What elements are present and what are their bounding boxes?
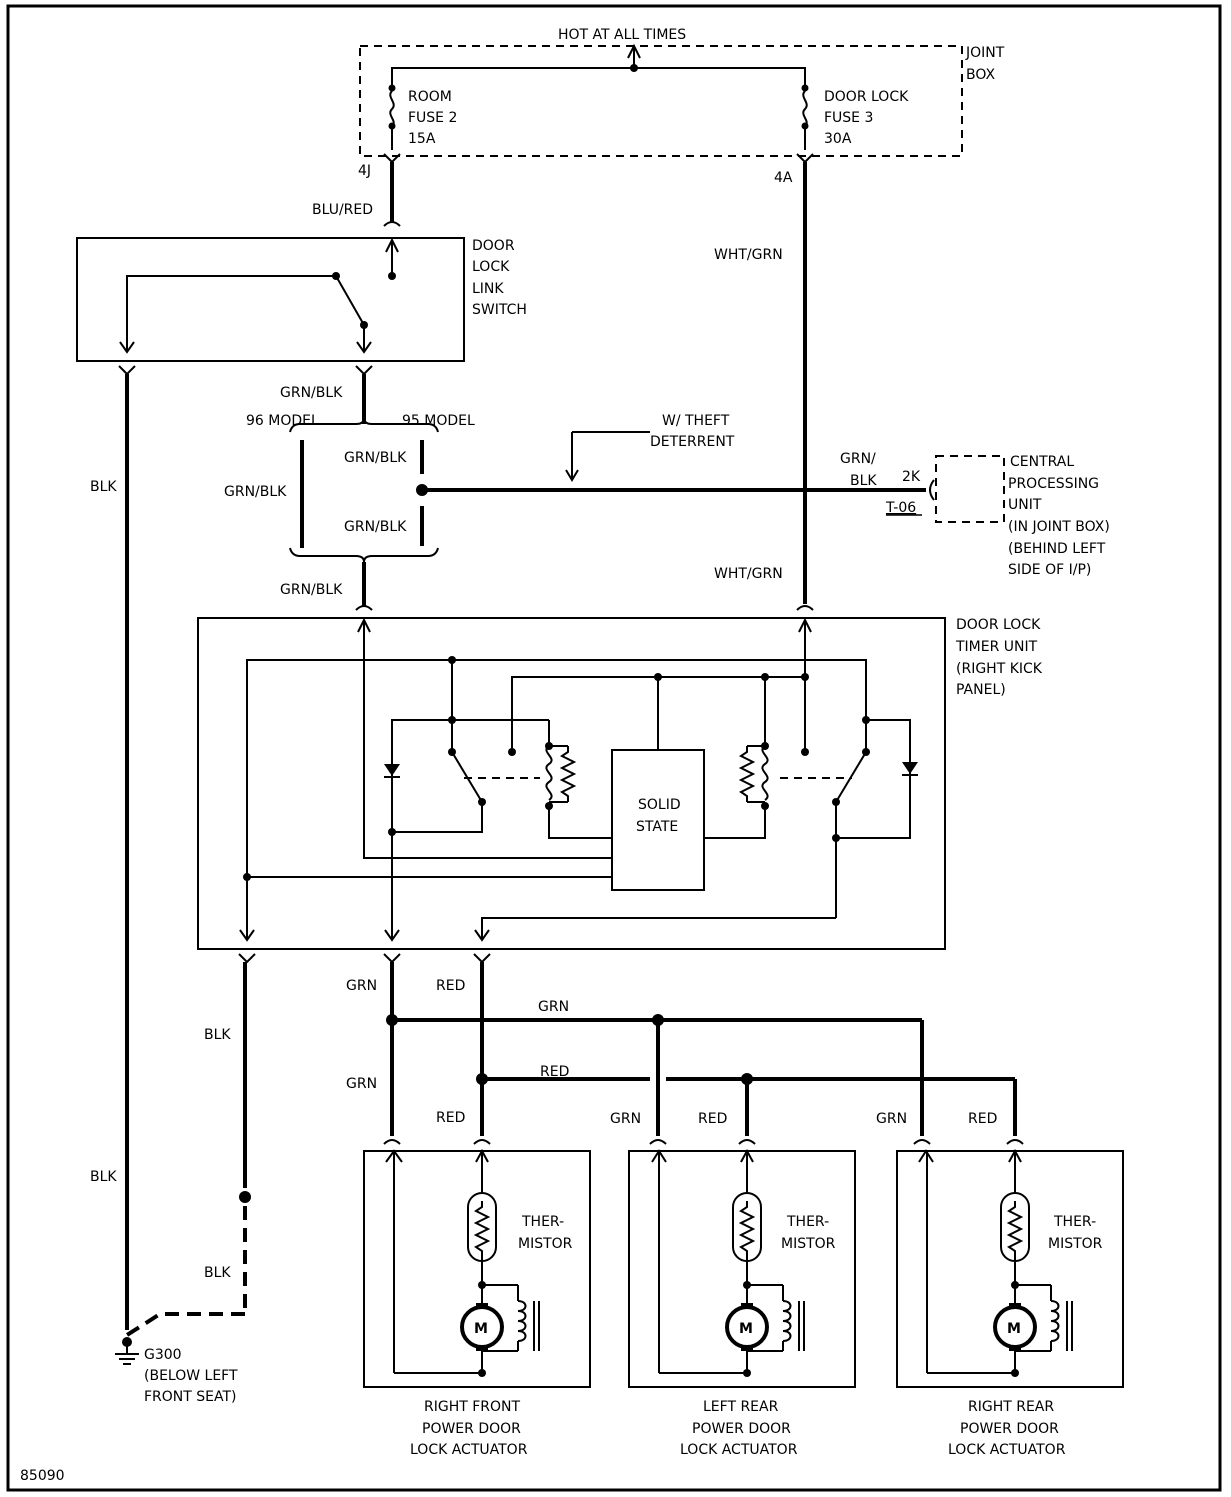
model-split-brace-top: [289, 417, 439, 433]
right-front-actuator: THER- MISTOR M RIGHT FRONT POWER DOOR LO…: [364, 1148, 590, 1458]
wht-grn-label-bottom: WHT/GRN: [714, 566, 783, 582]
lr-motor-icon: M: [739, 1321, 753, 1337]
cpu-label-2: PROCESSING: [1008, 476, 1099, 492]
timer-unit-label-2: TIMER UNIT: [955, 639, 1038, 655]
cpu-label-6: SIDE OF I/P): [1008, 562, 1091, 578]
door-lock-fuse-label-3: 30A: [824, 131, 852, 147]
door-lock-fuse-icon: [800, 83, 810, 131]
figure-number: 85090: [20, 1468, 65, 1484]
grn-label-2: GRN: [538, 999, 569, 1015]
left-rear-actuator: THER- MISTOR M LEFT REAR POWER DOOR LOCK…: [629, 1148, 855, 1458]
lr-actuator-label-3: LOCK ACTUATOR: [680, 1442, 798, 1458]
red-label-3: RED: [436, 1110, 465, 1126]
blk-label-3: BLK: [204, 1027, 231, 1043]
grn-label-1: GRN: [346, 978, 377, 994]
ground-label-2: (BELOW LEFT: [144, 1368, 238, 1384]
door-lock-fuse-label-2: FUSE 3: [824, 110, 873, 126]
connector-4a-label: 4A: [774, 170, 793, 186]
model-96-label: 96 MODEL: [246, 413, 319, 429]
cpu-label-5: (BEHIND LEFT: [1008, 541, 1106, 557]
grn-blk-label-95-top: GRN/BLK: [344, 450, 407, 466]
room-fuse-label-2: FUSE 2: [408, 110, 457, 126]
connector-4a: 4A: [774, 153, 814, 186]
grn-blk-split-label-2: BLK: [850, 473, 877, 489]
rf-actuator-label-1: RIGHT FRONT: [424, 1399, 521, 1415]
model-split-brace-bottom: [289, 547, 439, 563]
timer-unit-label-1: DOOR LOCK: [956, 617, 1041, 633]
rf-actuator-label-2: POWER DOOR: [422, 1421, 521, 1437]
timer-unit-label-4: PANEL): [956, 682, 1006, 698]
rr-actuator-label-2: POWER DOOR: [960, 1421, 1059, 1437]
door-lock-link-switch: DOOR LOCK LINK SWITCH: [76, 237, 527, 362]
outer-frame: [6, 4, 1222, 1492]
door-lock-link-switch-label-2: LOCK: [472, 259, 510, 275]
grn-blk-label-95-bottom: GRN/BLK: [344, 519, 407, 535]
grn-label-3: GRN: [346, 1076, 377, 1092]
solid-state-module: [611, 749, 705, 891]
rf-thermistor-label-2: MISTOR: [518, 1236, 573, 1252]
cpu-label-1: CENTRAL: [1010, 454, 1074, 470]
theft-deterrent-label-1: W/ THEFT: [662, 413, 730, 429]
room-fuse-icon: [387, 83, 397, 131]
lr-thermistor-label-2: MISTOR: [781, 1236, 836, 1252]
central-processing-unit: CENTRAL PROCESSING UNIT (IN JOINT BOX) (…: [935, 454, 1110, 578]
grn-label-5: GRN: [876, 1111, 907, 1127]
t06-label: T-06: [885, 500, 916, 516]
solid-state-label-2: STATE: [636, 819, 678, 835]
model-95-label: 95 MODEL: [402, 413, 475, 429]
door-lock-timer-unit: DOOR LOCK TIMER UNIT (RIGHT KICK PANEL): [197, 617, 1043, 950]
connector-2k-label: 2K: [902, 469, 921, 485]
joint-box-label-1: JOINT: [965, 45, 1005, 61]
ground-g300: G300 (BELOW LEFT FRONT SEAT): [114, 1337, 238, 1405]
blu-red-label: BLU/RED: [312, 202, 373, 218]
room-fuse-label-3: 15A: [408, 131, 436, 147]
theft-deterrent-label-2: DETERRENT: [650, 434, 735, 450]
blk-label-2: BLK: [90, 1169, 117, 1185]
door-lock-link-switch-label-4: SWITCH: [472, 302, 527, 318]
red-label-4: RED: [698, 1111, 727, 1127]
timer-unit-label-3: (RIGHT KICK: [956, 661, 1043, 677]
ground-label-3: FRONT SEAT): [144, 1389, 237, 1405]
lr-thermistor-label-1: THER-: [786, 1214, 829, 1230]
red-label-5: RED: [968, 1111, 997, 1127]
grn-label-4: GRN: [610, 1111, 641, 1127]
door-lock-link-switch-label-3: LINK: [472, 281, 504, 297]
ground-icon: [114, 1343, 140, 1365]
rr-actuator-label-1: RIGHT REAR: [968, 1399, 1054, 1415]
connector-4j-label: 4J: [358, 163, 371, 179]
rr-motor-icon: M: [1007, 1321, 1021, 1337]
door-lock-link-switch-label-1: DOOR: [472, 238, 515, 254]
grn-blk-split-label-1: GRN/: [840, 451, 876, 467]
right-rear-actuator: THER- MISTOR M RIGHT REAR POWER DOOR LOC…: [897, 1148, 1123, 1458]
rf-actuator-label-3: LOCK ACTUATOR: [410, 1442, 528, 1458]
grn-blk-label-bottom: GRN/BLK: [280, 582, 343, 598]
ground-label-1: G300: [144, 1347, 182, 1363]
cpu-label-3: UNIT: [1008, 497, 1042, 513]
grn-blk-label-96: GRN/BLK: [224, 484, 287, 500]
wht-grn-label-top: WHT/GRN: [714, 247, 783, 263]
rf-motor-icon: M: [474, 1321, 488, 1337]
blk-label-4: BLK: [204, 1265, 231, 1281]
red-label-2: RED: [540, 1064, 569, 1080]
rr-thermistor-label-1: THER-: [1053, 1214, 1096, 1230]
lr-actuator-label-2: POWER DOOR: [692, 1421, 791, 1437]
joint-box: HOT AT ALL TIMES JOINT BOX ROOM FUSE 2 1…: [359, 27, 1005, 157]
grn-blk-label-1: GRN/BLK: [280, 385, 343, 401]
blk-label-1: BLK: [90, 479, 117, 495]
door-lock-fuse-label-1: DOOR LOCK: [824, 89, 909, 105]
cpu-label-4: (IN JOINT BOX): [1008, 519, 1110, 535]
red-label-1: RED: [436, 978, 465, 994]
hot-at-all-times-label: HOT AT ALL TIMES: [558, 27, 686, 43]
room-fuse-label-1: ROOM: [408, 89, 452, 105]
rr-thermistor-label-2: MISTOR: [1048, 1236, 1103, 1252]
joint-box-label-2: BOX: [966, 67, 995, 83]
rf-thermistor-label-1: THER-: [521, 1214, 564, 1230]
rr-actuator-label-3: LOCK ACTUATOR: [948, 1442, 1066, 1458]
solid-state-label-1: SOLID: [638, 797, 681, 813]
lr-actuator-label-1: LEFT REAR: [703, 1399, 779, 1415]
